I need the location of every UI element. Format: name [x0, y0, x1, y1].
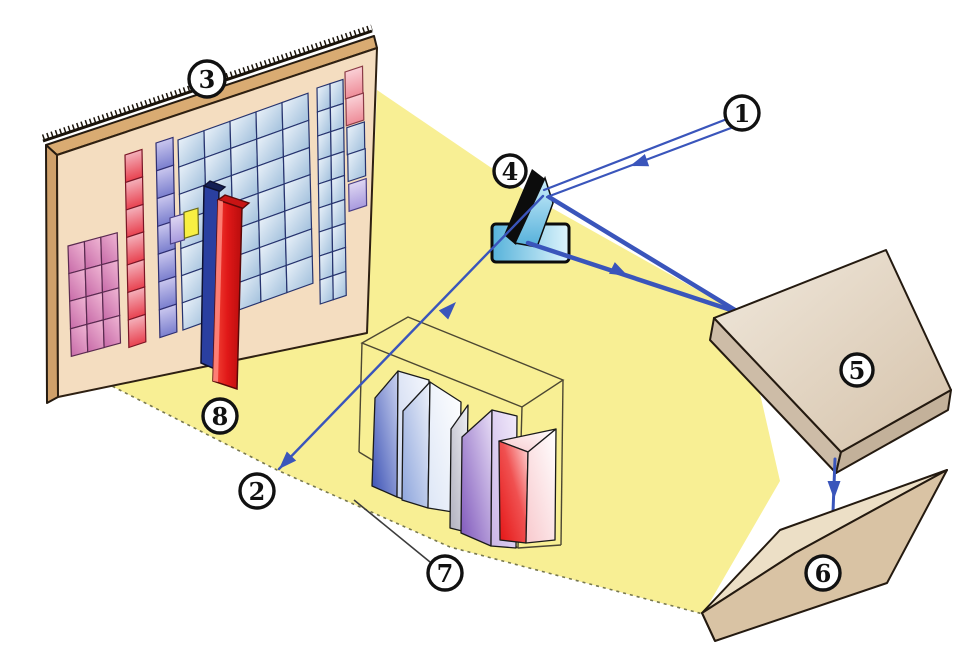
pink-block-cell	[83, 236, 103, 270]
callout-6-badge	[804, 554, 842, 592]
right-grid-cell	[330, 126, 345, 157]
red-bar-highlight	[213, 200, 223, 382]
callout-3: 3	[187, 59, 227, 99]
right-grid-cell	[316, 106, 332, 137]
callout-8-number: 8	[212, 402, 229, 431]
signal-arrowhead	[827, 481, 841, 499]
callout-2-number: 2	[249, 477, 266, 506]
callout-7-leader	[353, 499, 431, 563]
incident-beam-line-a	[542, 117, 729, 192]
detector-slab	[709, 249, 952, 474]
violet-single-cell	[348, 177, 368, 213]
card-box-edge-bottomright	[517, 544, 562, 549]
callout-2-badge	[238, 472, 276, 510]
violet-column-cell	[158, 303, 178, 339]
card-red-right	[525, 428, 557, 544]
pink-single-cell	[345, 92, 365, 127]
pink-block-cell	[101, 287, 121, 321]
return-beam-arrowhead	[438, 302, 456, 320]
pink-block-cell	[86, 319, 105, 353]
filter-cards	[371, 370, 557, 549]
blue-single-cell	[347, 147, 367, 183]
light-fan-shape	[100, 90, 780, 614]
callout-2: 2	[238, 472, 276, 510]
right-grid-cell	[317, 178, 333, 209]
right-grid-cell	[316, 82, 331, 113]
card-box-edge-backright	[560, 379, 564, 546]
filter-card-box	[358, 316, 565, 549]
right-grid-cell	[329, 102, 345, 133]
detector-beam-lower	[525, 240, 743, 316]
callout-4: 4	[492, 153, 528, 189]
violet-single-cell	[169, 213, 186, 245]
detector-beam-upper	[546, 194, 743, 316]
single-cells-group	[344, 65, 368, 213]
right-grid-cell	[317, 130, 332, 161]
right-grid-cell	[318, 202, 333, 233]
single-cells-group	[169, 207, 200, 245]
right-grid-cell-group	[316, 78, 347, 305]
callout-7: 7	[426, 554, 464, 592]
callout-3-badge	[187, 59, 227, 99]
light-fan	[99, 90, 780, 615]
main-grid-cell	[285, 255, 314, 294]
callout-5: 5	[839, 352, 875, 388]
board-back-edge	[41, 24, 374, 142]
pink-block-cell	[67, 240, 86, 275]
callouts: 1 2 3 4 5 6 7 8	[187, 59, 875, 592]
pink-block-cell	[84, 263, 104, 298]
sample-beam-line	[277, 194, 545, 471]
card-red-left	[498, 440, 529, 544]
pink-block-cell	[68, 268, 87, 302]
callout-4-badge	[492, 153, 528, 189]
right-grid-cell	[331, 198, 346, 229]
incident-beam-arrowhead	[630, 153, 650, 167]
pink-block-cell-group	[67, 231, 122, 358]
callout-5-number: 5	[849, 356, 866, 385]
beam-arrowheads	[279, 153, 841, 499]
right-grid-cell	[332, 270, 347, 301]
callout-6: 6	[804, 554, 842, 592]
right-grid-cell	[318, 250, 334, 281]
right-grid-cell	[317, 154, 333, 185]
right-grid-cell	[330, 150, 346, 181]
callout-8-badge	[201, 397, 239, 435]
light-fan-edge-dashed	[99, 379, 704, 615]
callout-1-number: 1	[734, 99, 751, 128]
right-grid-cell	[331, 222, 347, 253]
callout-5-badge	[839, 352, 875, 388]
callout-1: 1	[723, 94, 761, 132]
right-grid-cell	[331, 246, 347, 277]
pink-block-cell	[69, 296, 88, 330]
detector-beam-arrowhead	[608, 262, 628, 276]
element-display-board	[41, 24, 378, 404]
pink-block-cell	[85, 291, 104, 326]
pink-block-cell	[100, 231, 119, 266]
pink-block-cell	[101, 259, 120, 294]
red-column-cell-group	[124, 148, 147, 349]
processor-slab-left-edge	[701, 612, 716, 642]
selected-element-cell	[183, 207, 200, 240]
callout-8: 8	[201, 397, 239, 435]
right-grid-cell	[329, 78, 344, 109]
pink-block-cell	[69, 323, 89, 358]
board-grids	[67, 65, 368, 358]
red-column-cell	[127, 313, 147, 349]
pink-block-cell	[102, 314, 122, 349]
callout-7-badge	[426, 554, 464, 592]
callout-3-number: 3	[199, 65, 216, 94]
callout-4-number: 4	[502, 157, 519, 186]
callout-7-number: 7	[437, 559, 454, 588]
callout-1-badge	[723, 94, 761, 132]
right-grid-cell	[319, 274, 334, 305]
highlight-bars	[200, 180, 251, 391]
sample-beam-arrowhead	[279, 451, 297, 469]
card-box-edge-left	[358, 342, 363, 453]
right-grid-cell	[330, 174, 346, 205]
right-grid-cell	[318, 226, 334, 257]
detector-slab-top	[713, 249, 952, 453]
callout-6-number: 6	[815, 559, 832, 588]
